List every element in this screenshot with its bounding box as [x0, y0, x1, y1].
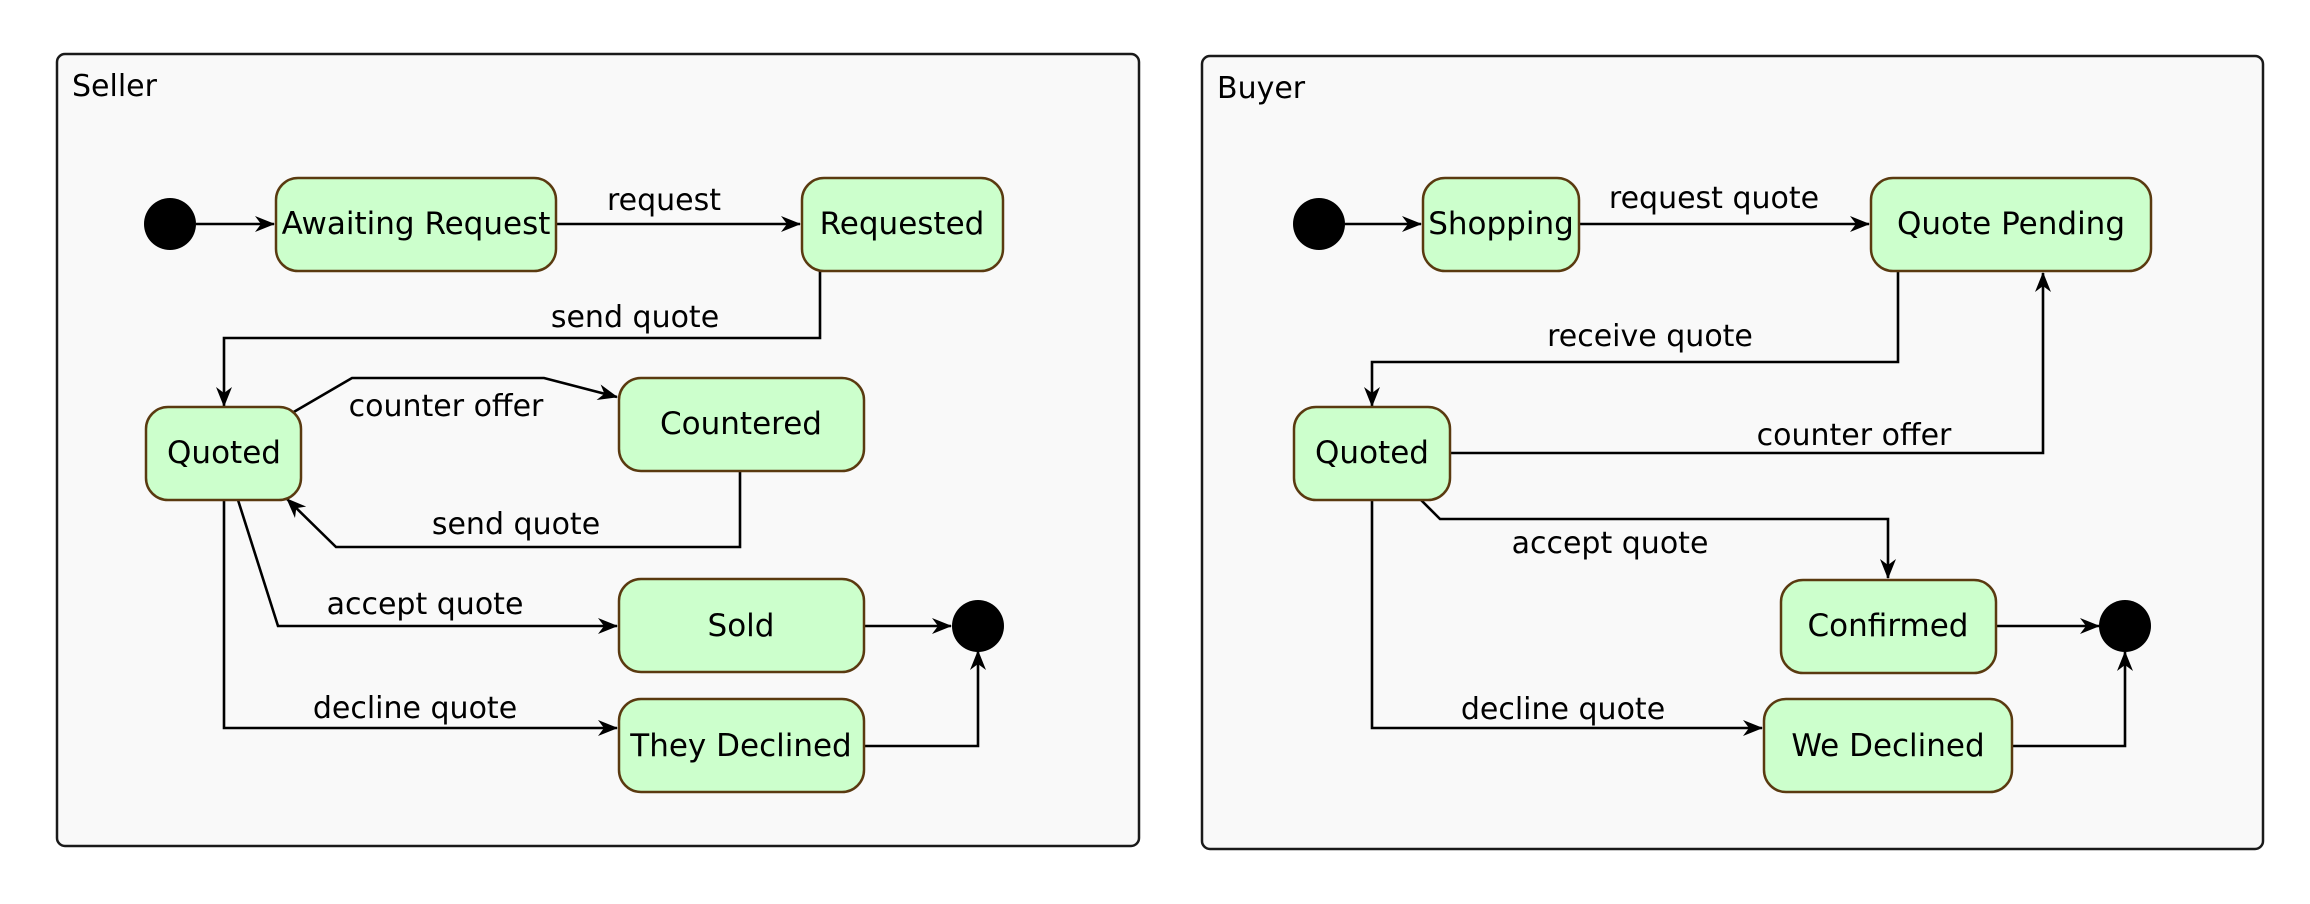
buyer-state-quoted: Quoted: [1292, 405, 1452, 502]
seller-edges: request send quote counter offer send qu…: [196, 183, 986, 748]
buyer-final-node: [2099, 600, 2151, 652]
buyer-state-quote-pending: Quote Pending: [1869, 176, 2153, 273]
svg-text:Awaiting Request: Awaiting Request: [282, 206, 551, 242]
seller-edge-send-quote-1: [216, 271, 822, 407]
buyer-edge-request-quote-label: request quote: [1609, 181, 1819, 216]
seller-edge-send-quote-2: [286, 471, 742, 549]
buyer-edge-decline-quote-label: decline quote: [1461, 692, 1665, 727]
buyer-edges: request quote receive quote counter offe…: [1345, 181, 2133, 748]
svg-text:Quoted: Quoted: [1315, 435, 1429, 471]
svg-text:Sold: Sold: [708, 608, 775, 644]
buyer-panel-title: Buyer: [1217, 71, 1306, 106]
seller-state-sold: Sold: [617, 577, 866, 674]
seller-edge-declined-final: [864, 650, 986, 748]
svg-text:Confirmed: Confirmed: [1808, 608, 1969, 644]
svg-text:We Declined: We Declined: [1791, 728, 1984, 764]
svg-text:Countered: Countered: [660, 406, 822, 442]
seller-edge-decline-quote-label: decline quote: [313, 691, 517, 726]
seller-edge-decline-quote: [222, 500, 618, 736]
seller-initial-node: [144, 198, 196, 250]
seller-state-countered: Countered: [617, 376, 866, 473]
buyer-edge-receive-quote-label: receive quote: [1547, 319, 1753, 354]
buyer-edge-declined-final: [2012, 651, 2133, 748]
seller-panel-title: Seller: [72, 69, 158, 104]
seller-nodes: Awaiting Request Requested Quoted Counte…: [144, 176, 1005, 794]
buyer-initial-node: [1293, 198, 1345, 250]
seller-edge-request-label: request: [607, 183, 721, 218]
seller-edge-accept-quote-label: accept quote: [327, 587, 524, 622]
buyer-edge-counter-offer: [1450, 272, 2051, 455]
buyer-panel: Buyer request quote receive quote counte…: [1200, 54, 2265, 851]
buyer-edge-receive-quote: [1364, 271, 1900, 407]
buyer-edge-accept-quote: [1419, 498, 1896, 579]
svg-text:Quoted: Quoted: [167, 435, 281, 471]
seller-edge-send-quote-2-label: send quote: [432, 507, 600, 542]
svg-text:Quote Pending: Quote Pending: [1897, 206, 2125, 242]
svg-text:Shopping: Shopping: [1428, 206, 1574, 242]
svg-text:Requested: Requested: [820, 206, 985, 242]
seller-state-quoted: Quoted: [144, 405, 303, 502]
seller-edge-accept-quote: [236, 499, 618, 634]
buyer-state-shopping: Shopping: [1421, 176, 1581, 273]
seller-state-awaiting-request: Awaiting Request: [274, 176, 558, 273]
svg-text:They Declined: They Declined: [629, 728, 851, 764]
seller-edge-counter-offer-label: counter offer: [349, 389, 544, 424]
buyer-state-confirmed: Confirmed: [1779, 578, 1998, 675]
buyer-edge-decline-quote: [1370, 500, 1763, 736]
seller-state-requested: Requested: [800, 176, 1005, 273]
buyer-state-we-declined: We Declined: [1762, 697, 2014, 794]
buyer-edge-counter-offer-label: counter offer: [1757, 418, 1952, 453]
buyer-nodes: Shopping Quote Pending Quoted Confirmed …: [1292, 176, 2153, 794]
seller-final-node: [952, 600, 1004, 652]
seller-panel: Seller request send quote counter offer …: [55, 52, 1141, 848]
seller-state-they-declined: They Declined: [617, 697, 866, 794]
buyer-edge-accept-quote-label: accept quote: [1512, 526, 1709, 561]
seller-edge-send-quote-1-label: send quote: [551, 300, 719, 335]
seller-edge-counter-offer: [291, 376, 618, 415]
